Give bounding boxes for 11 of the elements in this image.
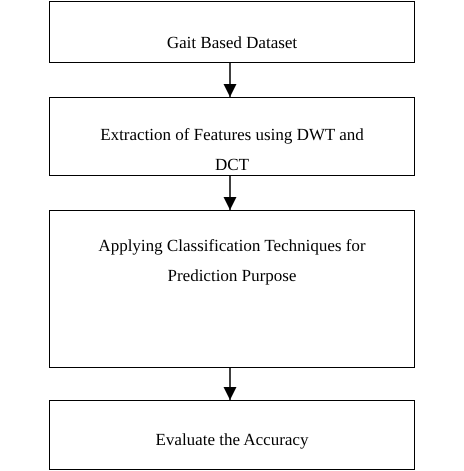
box-label: Evaluate the Accuracy: [156, 429, 308, 451]
box-label: Extraction of Features using DWT and DCT: [99, 124, 365, 176]
arrow: [224, 176, 236, 210]
process-box: [49, 210, 415, 368]
process-box: [49, 97, 415, 176]
arrow: [224, 368, 236, 400]
process-box: [49, 1, 415, 63]
box-label: Applying Classification Techniques for Prediction Purpose: [97, 235, 367, 287]
arrow: [224, 63, 236, 97]
process-box: [49, 400, 415, 470]
box-label: Gait Based Dataset: [166, 32, 298, 54]
